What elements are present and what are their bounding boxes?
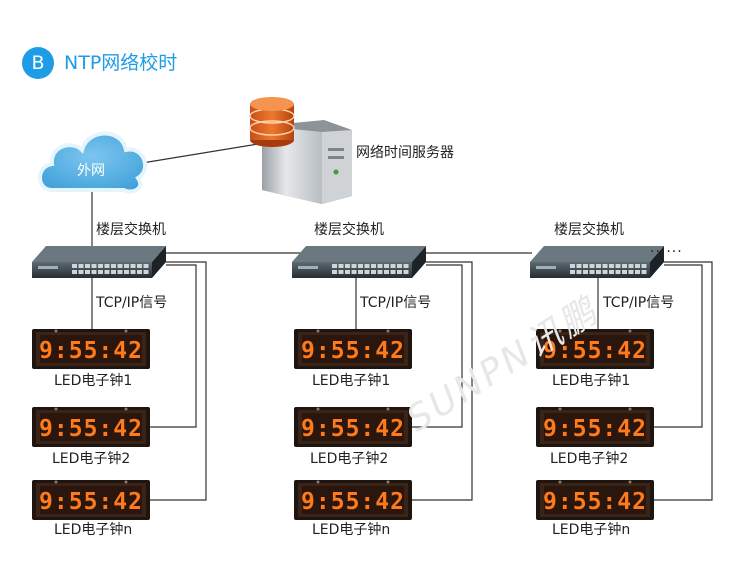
wire-clock2-3 bbox=[650, 264, 703, 428]
more-switches-indicator: ...... bbox=[650, 240, 683, 256]
led-clock-2-2: 9:55:42 bbox=[294, 407, 412, 447]
clock-time-1-2: 9:55:42 bbox=[39, 416, 143, 442]
clock-label-3-1: LED电子钟1 bbox=[552, 373, 631, 389]
wire-clock2-2 bbox=[408, 264, 463, 428]
switch-label-2: 楼层交换机 bbox=[314, 222, 384, 238]
switch-label-3: 楼层交换机 bbox=[554, 222, 624, 238]
led-clock-1-2: 9:55:42 bbox=[32, 407, 150, 447]
led-clock-2-3: 9:55:42 bbox=[294, 480, 412, 520]
clock-label-1-n: LED电子钟n bbox=[54, 522, 133, 538]
server-icon bbox=[249, 97, 352, 204]
clock-time-1-3: 9:55:42 bbox=[39, 489, 143, 515]
cloud-server-link bbox=[135, 143, 259, 165]
led-clock-2-1: 9:55:42 bbox=[294, 329, 412, 369]
led-clock-3-2: 9:55:42 bbox=[536, 407, 654, 447]
clock-time-2-3: 9:55:42 bbox=[301, 489, 405, 515]
clock-time-3-1: 9:55:42 bbox=[543, 338, 647, 364]
clock-label-1-2: LED电子钟2 bbox=[52, 451, 131, 467]
wire-clockn-3 bbox=[650, 261, 713, 501]
signal-label-1: TCP/IP信号 bbox=[96, 295, 168, 311]
clock-time-3-3: 9:55:42 bbox=[543, 489, 647, 515]
led-clock-3-1: 9:55:42 bbox=[536, 329, 654, 369]
wire-clock2-1 bbox=[146, 264, 197, 428]
clock-time-2-1: 9:55:42 bbox=[301, 338, 405, 364]
clock-time-2-2: 9:55:42 bbox=[301, 416, 405, 442]
signal-label-2: TCP/IP信号 bbox=[360, 295, 432, 311]
clock-time-3-2: 9:55:42 bbox=[543, 416, 647, 442]
switch-1-icon bbox=[32, 246, 166, 278]
wire-clockn-1 bbox=[146, 261, 207, 501]
led-clock-1-3: 9:55:42 bbox=[32, 480, 150, 520]
switch-2-icon bbox=[292, 246, 426, 278]
clock-label-2-1: LED电子钟1 bbox=[312, 373, 391, 389]
cloud-label: 外网 bbox=[77, 163, 105, 179]
led-clock-1-1: 9:55:42 bbox=[32, 329, 150, 369]
clock-label-3-n: LED电子钟n bbox=[552, 522, 631, 538]
clock-time-1-1: 9:55:42 bbox=[39, 338, 143, 364]
clock-wiring bbox=[91, 261, 713, 501]
clock-label-1-1: LED电子钟1 bbox=[54, 373, 133, 389]
cloud-icon bbox=[38, 131, 148, 194]
wire-clockn-2 bbox=[408, 261, 473, 501]
clock-label-3-2: LED电子钟2 bbox=[550, 451, 629, 467]
server-label: 网络时间服务器 bbox=[356, 145, 454, 161]
section-badge: B bbox=[22, 47, 54, 79]
switch-3-icon bbox=[530, 246, 664, 278]
switch-label-1: 楼层交换机 bbox=[96, 222, 166, 238]
led-clock-3-3: 9:55:42 bbox=[536, 480, 654, 520]
section-title: NTP网络校时 bbox=[64, 52, 178, 74]
signal-label-3: TCP/IP信号 bbox=[603, 295, 675, 311]
clock-label-2-2: LED电子钟2 bbox=[310, 451, 389, 467]
clock-label-2-n: LED电子钟n bbox=[312, 522, 391, 538]
